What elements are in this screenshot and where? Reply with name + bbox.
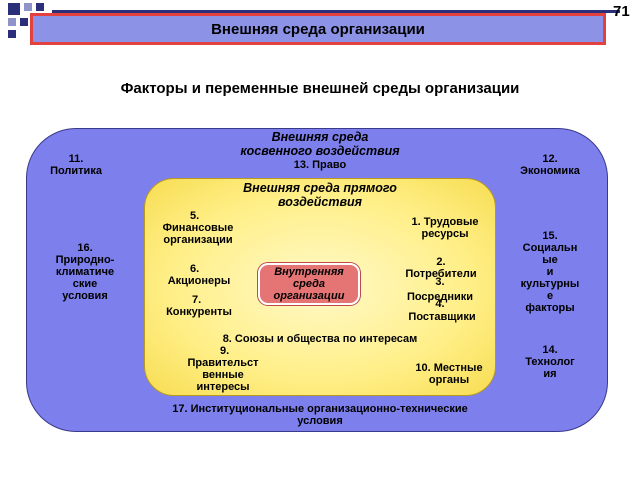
factor-line: условия bbox=[62, 290, 108, 302]
factor-line: 7. bbox=[192, 294, 202, 306]
factor-line: ские bbox=[72, 278, 98, 290]
factor-line: 1. Трудовые bbox=[411, 216, 479, 228]
factor-line: Акционеры bbox=[167, 275, 231, 287]
page-number: 71 bbox=[613, 3, 630, 20]
factor-line: е bbox=[546, 290, 554, 302]
core-line: организации bbox=[273, 290, 345, 302]
factor-line: 6. bbox=[190, 263, 200, 275]
factor-line: культурны bbox=[520, 278, 580, 290]
factor-consumers: 2. Потребители bbox=[396, 256, 486, 280]
factor-line: Финансовые bbox=[162, 222, 234, 234]
decor-square-large bbox=[8, 3, 20, 15]
factor-line: 14. bbox=[542, 344, 558, 356]
factor-shareholders: 6. Акционеры bbox=[156, 263, 242, 287]
decor-square-small bbox=[8, 18, 16, 26]
factor-line: Технолог bbox=[525, 356, 575, 368]
factor-social: 15. Социальн ые и культурны е факторы bbox=[508, 230, 592, 314]
factor-line: ия bbox=[543, 368, 557, 380]
factor-intermediaries-num: 3. bbox=[435, 276, 445, 288]
core-line: среда bbox=[292, 278, 325, 290]
factor-line: ресурсы bbox=[421, 228, 469, 240]
factor-suppliers: Поставщики bbox=[408, 311, 476, 323]
factor-line: венные bbox=[202, 369, 244, 381]
factor-local: 10. Местные органы bbox=[404, 362, 494, 386]
factor-line: факторы bbox=[525, 302, 575, 314]
factor-technology: 14. Технолог ия bbox=[508, 344, 592, 380]
factor-labor: 1. Трудовые ресурсы bbox=[398, 216, 492, 240]
decor-square-small bbox=[24, 3, 32, 11]
factor-institutional: 17. Институциональные организационно-тех… bbox=[130, 403, 510, 427]
factor-line: интересы bbox=[196, 381, 250, 393]
factor-line: 11. bbox=[68, 153, 84, 165]
factor-politics: 11. Политика bbox=[36, 153, 116, 177]
factor-line: Политика bbox=[50, 165, 102, 177]
header-title: Внешняя среда организации bbox=[30, 13, 606, 45]
factor-line: организации bbox=[163, 234, 233, 246]
inner-title-line: воздействия bbox=[277, 195, 362, 209]
decor-square-small bbox=[36, 3, 44, 11]
outer-title-line: косвенного воздействия bbox=[240, 144, 400, 158]
factor-line: 2. bbox=[436, 256, 446, 268]
factor-government: 9. Правительст венные интересы bbox=[176, 345, 270, 393]
factor-unions: 8. Союзы и общества по интересам bbox=[222, 333, 418, 345]
factor-line: 16. bbox=[77, 242, 93, 254]
factor-line: Экономика bbox=[520, 165, 580, 177]
factor-intermediaries: Посредники bbox=[406, 291, 474, 303]
factor-line: 15. bbox=[542, 230, 558, 242]
factor-suppliers-num: 4. bbox=[435, 298, 445, 310]
factor-economy: 12. Экономика bbox=[510, 153, 590, 177]
outer-title-line: Внешняя среда bbox=[271, 130, 369, 144]
header-line bbox=[52, 10, 620, 13]
factor-line: условия bbox=[297, 415, 343, 427]
inner-title-line: Внешняя среда прямого bbox=[243, 181, 397, 195]
decor-square-small bbox=[20, 18, 28, 26]
factor-law: 13. Право bbox=[293, 159, 347, 171]
factor-finance: 5. Финансовые организации bbox=[150, 210, 246, 246]
factor-line: 17. Институциональные организационно-тех… bbox=[172, 403, 468, 415]
factor-line: органы bbox=[428, 374, 470, 386]
factor-line: ые bbox=[542, 254, 558, 266]
factor-line: Конкуренты bbox=[166, 306, 232, 318]
factor-line: Потребители bbox=[405, 268, 477, 280]
internal-environment-core: Внутренняя среда организации bbox=[258, 263, 360, 305]
factor-line: Социальн bbox=[522, 242, 578, 254]
inner-title: Внешняя среда прямого воздействия bbox=[200, 181, 440, 209]
factor-line: и bbox=[546, 266, 554, 278]
factor-line: 5. bbox=[190, 210, 200, 222]
factor-nature: 16. Природно- климатиче ские условия bbox=[40, 242, 130, 302]
factor-line: Природно- bbox=[55, 254, 115, 266]
factor-competitors: 7. Конкуренты bbox=[156, 294, 242, 318]
header-title-text: Внешняя среда организации bbox=[211, 20, 425, 38]
outer-title: Внешняя среда косвенного воздействия bbox=[200, 130, 440, 158]
subtitle: Факторы и переменные внешней среды орган… bbox=[120, 80, 520, 97]
factor-line: 9. bbox=[220, 345, 230, 357]
decor-square-small bbox=[8, 30, 16, 38]
factor-line: 10. Местные bbox=[415, 362, 483, 374]
factor-line: 12. bbox=[542, 153, 558, 165]
factor-line: климатиче bbox=[55, 266, 115, 278]
core-line: Внутренняя bbox=[274, 266, 344, 278]
factor-line: Правительст bbox=[187, 357, 259, 369]
